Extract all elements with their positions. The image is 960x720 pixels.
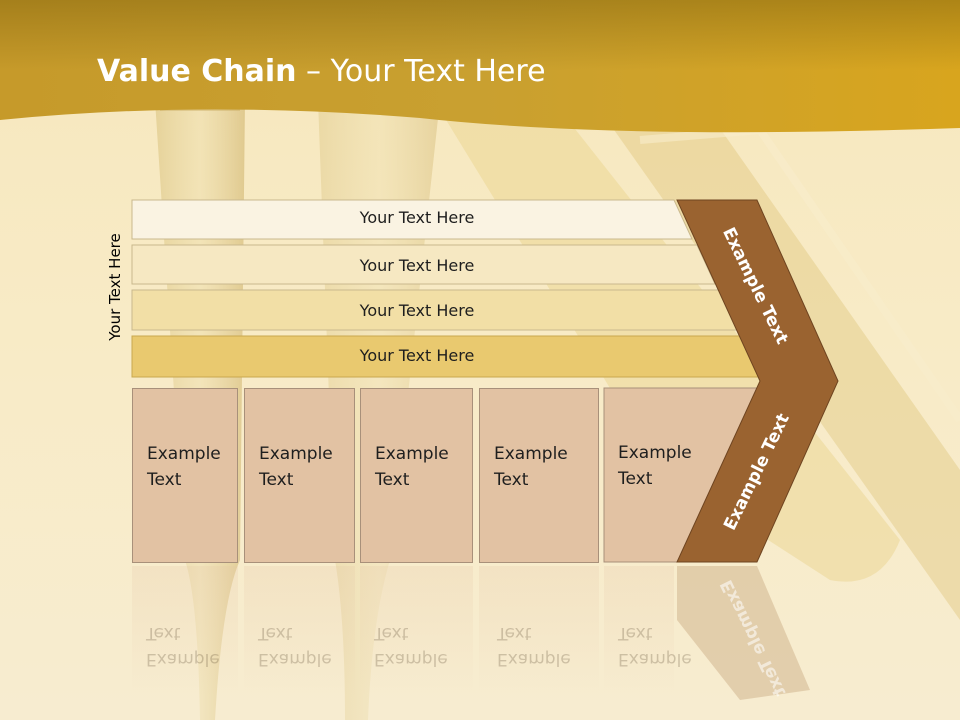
bar-1-shape xyxy=(131,199,693,240)
bar-1-label: Your Text Here xyxy=(359,208,475,227)
bar-2-label: Your Text Here xyxy=(359,256,475,275)
activity-box-1: Example Text xyxy=(132,388,238,563)
activity-box-3-label: Example Text xyxy=(375,444,449,490)
activity-box-1-label: Example Text xyxy=(147,444,221,490)
title-rest: – Your Text Here xyxy=(296,54,546,89)
chevron-reflection xyxy=(677,566,810,700)
bar-3-label: Your Text Here xyxy=(359,301,475,320)
activity-box-5-label: Example Text xyxy=(618,443,692,489)
chevron-shape xyxy=(676,199,839,563)
page-title: Value Chain – Your Text Here xyxy=(97,54,546,89)
bar-4-label: Your Text Here xyxy=(359,346,475,365)
activity-box-2-label: Example Text xyxy=(259,444,333,490)
activity-box-4-label: Example Text xyxy=(494,444,568,490)
activity-box-4: Example Text xyxy=(479,388,599,563)
activity-box-5: Example Text xyxy=(604,388,724,563)
activity-box-3: Example Text xyxy=(360,388,473,563)
activity-box-2: Example Text xyxy=(244,388,355,563)
title-bold: Value Chain xyxy=(97,54,297,89)
